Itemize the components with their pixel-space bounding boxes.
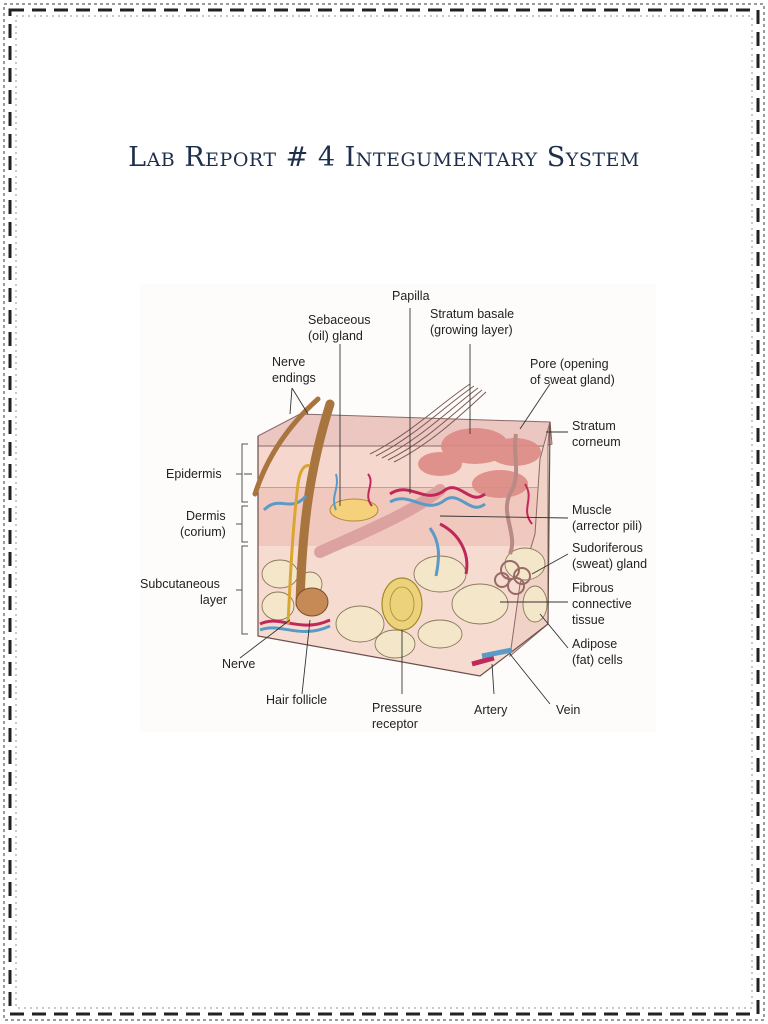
- label-sebaceous: Sebaceous: [308, 313, 371, 327]
- skin-diagram: Papilla Sebaceous (oil) gland Stratum ba…: [140, 284, 656, 732]
- arrector-pili-muscle: [314, 484, 446, 558]
- label-artery: Artery: [474, 703, 508, 717]
- label-stratum-corneum-2: corneum: [572, 435, 621, 449]
- label-subcutaneous: Subcutaneous: [140, 577, 220, 591]
- stratum-corneum-peel: [369, 383, 487, 463]
- pressure-receptor: [381, 577, 423, 631]
- label-sudoriferous: Sudoriferous: [572, 541, 643, 555]
- label-epidermis: Epidermis: [166, 467, 222, 481]
- layer-brackets: [236, 443, 248, 635]
- vein-stub: [481, 647, 513, 659]
- vessels: [259, 473, 533, 634]
- skin-diagram-svg: Papilla Sebaceous (oil) gland Stratum ba…: [140, 289, 647, 731]
- pressure-receptor-ring: [389, 586, 415, 622]
- label-sebaceous-2: (oil) gland: [308, 329, 363, 343]
- label-pressure-receptor: Pressure: [372, 701, 422, 715]
- label-pressure-receptor-2: receptor: [372, 717, 418, 731]
- sweat-duct: [504, 433, 519, 555]
- leader-lines: [239, 308, 569, 705]
- label-nerve: Nerve: [222, 657, 255, 671]
- label-muscle: Muscle: [572, 503, 612, 517]
- label-adipose: Adipose: [572, 637, 617, 651]
- hair-follicle-bulb: [295, 587, 329, 617]
- label-muscle-2: (arrector pili): [572, 519, 642, 533]
- label-pore: Pore (opening: [530, 357, 609, 371]
- label-pore-2: of sweat gland): [530, 373, 615, 387]
- label-vein: Vein: [556, 703, 580, 717]
- label-nerve-endings: Nerve: [272, 355, 305, 369]
- nerve-fiber: [286, 464, 311, 625]
- label-fibrous-3: tissue: [572, 613, 605, 627]
- label-stratum-basale-2: (growing layer): [430, 323, 513, 337]
- page-title: Lab Report # 4 Integumentary System: [128, 142, 640, 173]
- label-fibrous-2: connective: [572, 597, 632, 611]
- block-outline: [257, 421, 551, 677]
- label-stratum-corneum: Stratum: [572, 419, 616, 433]
- label-subcutaneous-2: layer: [200, 593, 227, 607]
- artery-stub: [471, 655, 495, 667]
- label-adipose-2: (fat) cells: [572, 653, 623, 667]
- hair-shafts: [252, 396, 335, 609]
- label-nerve-endings-2: endings: [272, 371, 316, 385]
- sweat-gland-coil: [494, 560, 531, 595]
- label-dermis: Dermis: [186, 509, 226, 523]
- label-sudoriferous-2: (sweat) gland: [572, 557, 647, 571]
- label-hair-follicle: Hair follicle: [266, 693, 327, 707]
- label-stratum-basale: Stratum basale: [430, 307, 514, 321]
- sebaceous-gland: [329, 498, 379, 522]
- label-fibrous: Fibrous: [572, 581, 614, 595]
- label-papilla: Papilla: [392, 289, 430, 303]
- label-dermis-2: (corium): [180, 525, 226, 539]
